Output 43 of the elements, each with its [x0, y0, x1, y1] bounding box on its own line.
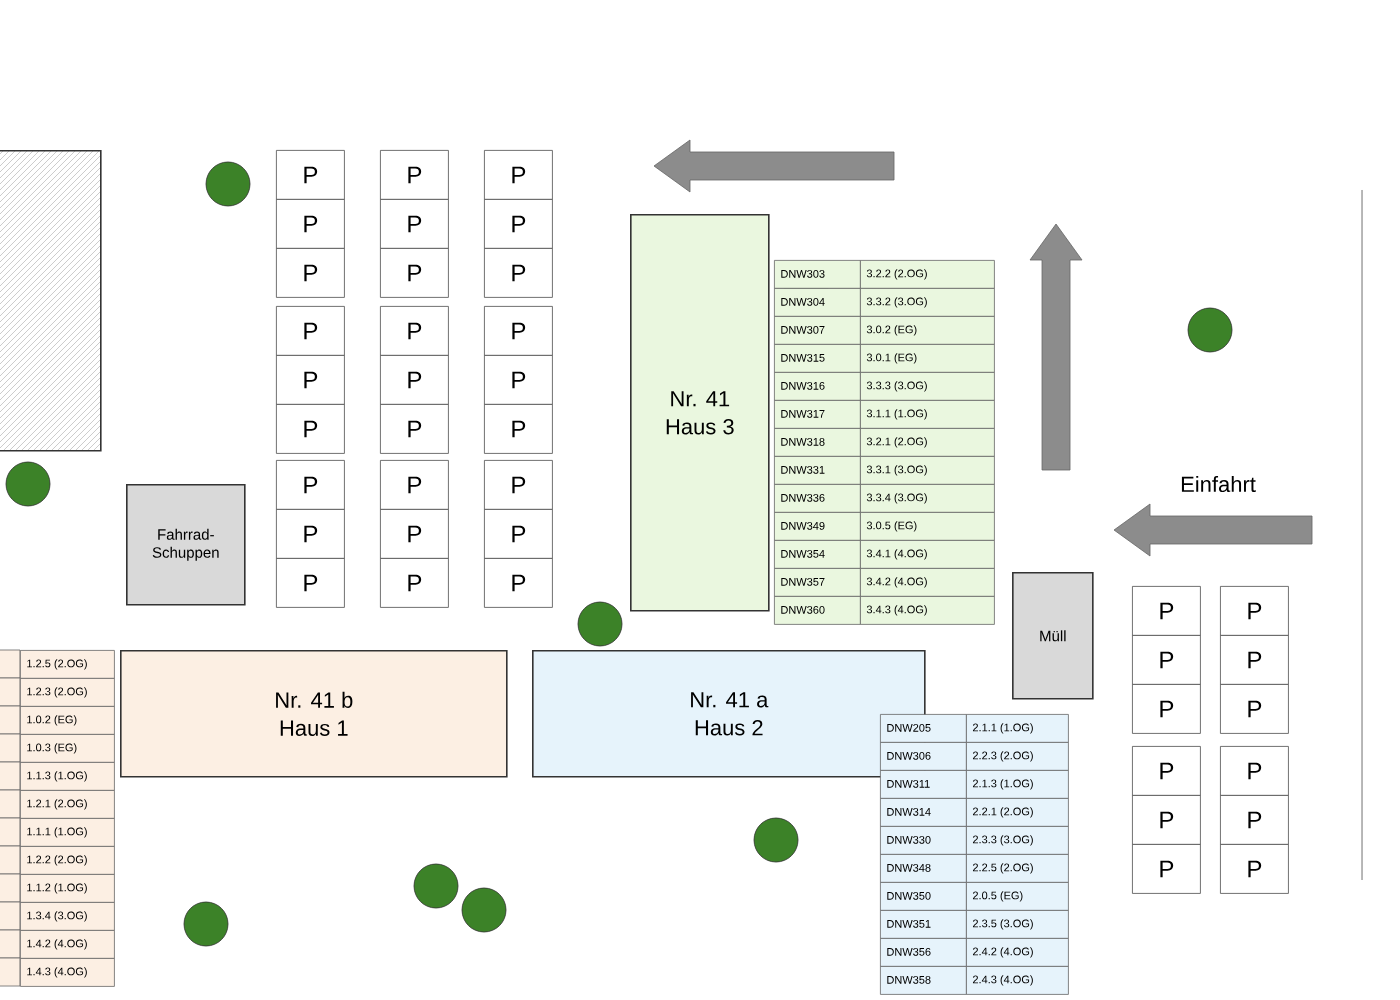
parking-space: P — [484, 460, 553, 510]
parking-space: P — [484, 306, 553, 356]
parking-space: P — [380, 460, 449, 510]
parking-space: P — [380, 558, 449, 608]
parking-space: P — [380, 199, 449, 249]
parking-space: P — [276, 248, 345, 298]
label: Einfahrt — [1181, 475, 1256, 493]
parking-space: P — [276, 460, 345, 510]
parking-space: P — [1132, 746, 1201, 796]
parking-space: P — [1220, 795, 1289, 845]
parking-space: P — [484, 355, 553, 405]
parking-space: P — [1220, 635, 1289, 685]
parking-space: P — [380, 509, 449, 559]
building-box: Nr. 41 Haus 3 — [630, 214, 770, 612]
parking-space: P — [484, 150, 553, 200]
parking-space: P — [1132, 635, 1201, 685]
parking-space: P — [380, 404, 449, 454]
parking-space: P — [276, 199, 345, 249]
parking-space: P — [1220, 746, 1289, 796]
parking-space: P — [484, 199, 553, 249]
parking-space: P — [276, 306, 345, 356]
parking-space: P — [484, 558, 553, 608]
parking-space: P — [276, 509, 345, 559]
parking-space: P — [1220, 684, 1289, 734]
parking-space: P — [1132, 844, 1201, 894]
parking-space: P — [1132, 586, 1201, 636]
parking-space: P — [276, 558, 345, 608]
parking-space: P — [484, 509, 553, 559]
building-box: Nr. 41 b Haus 1 — [120, 650, 508, 778]
parking-space: P — [276, 150, 345, 200]
parking-space: P — [1220, 586, 1289, 636]
parking-space: P — [484, 248, 553, 298]
parking-space: P — [1220, 844, 1289, 894]
parking-space: P — [1132, 684, 1201, 734]
parking-space: P — [380, 248, 449, 298]
parking-space: P — [276, 404, 345, 454]
parking-space: P — [484, 404, 553, 454]
parking-space: P — [380, 150, 449, 200]
parking-space: P — [380, 355, 449, 405]
parking-space: P — [276, 355, 345, 405]
parking-space: P — [380, 306, 449, 356]
parking-space: P — [1132, 795, 1201, 845]
building-block — [0, 150, 102, 452]
